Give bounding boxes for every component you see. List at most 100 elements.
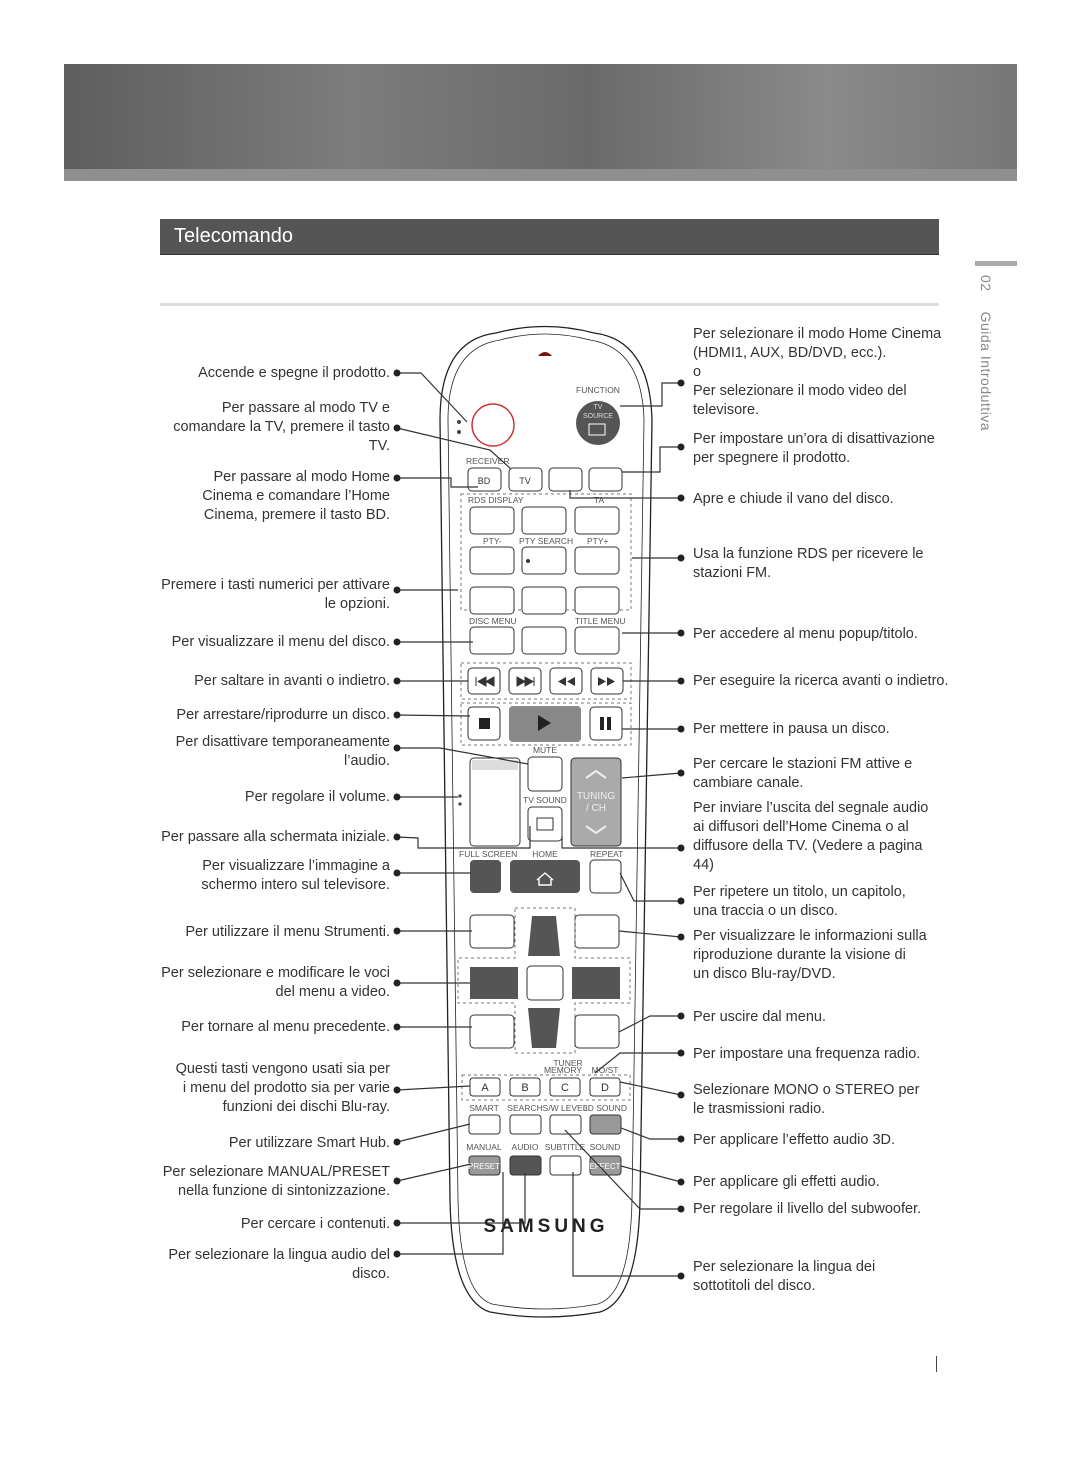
smart-button[interactable] [468, 1114, 501, 1135]
tools-button[interactable] [469, 914, 515, 949]
search-button[interactable] [509, 1114, 542, 1135]
color-key-d[interactable] [589, 1077, 621, 1097]
label-tools: Per utilizzare il menu Strumenti. [185, 924, 390, 940]
num-7-button[interactable] [469, 586, 515, 615]
power-button[interactable] [471, 403, 515, 447]
section-title-bar: Telecomando [160, 219, 939, 255]
color-key-a-label[interactable]: A [481, 1082, 489, 1094]
num-3-button[interactable] [574, 506, 620, 535]
title-rule [160, 303, 939, 306]
home-icon [536, 872, 554, 886]
nav-down-button[interactable] [528, 1008, 560, 1048]
tv-source-button[interactable] [576, 401, 620, 445]
pty-search-label: PTY SEARCH [519, 536, 573, 546]
label-sleep: Per impostare un’ora di disattivazione p… [693, 431, 935, 466]
num-5-button[interactable] [521, 546, 567, 575]
label-3d-sound: Per applicare l’effetto audio 3D. [693, 1132, 896, 1148]
smart-label: SMART [469, 1103, 499, 1113]
skip-forward-icon [516, 676, 535, 687]
label-manual-preset: Per selezionare MANUAL/PRESET nella funz… [162, 1164, 390, 1199]
title-menu-button[interactable] [574, 626, 620, 655]
3d-sound-button[interactable] [589, 1114, 622, 1135]
tv-label: TV [519, 476, 531, 486]
tv-sound-button[interactable] [527, 806, 563, 842]
label-navigation: Per selezionare e modificare le voci del… [161, 965, 390, 1000]
effect-label: EFFECT [589, 1162, 620, 1171]
exit-button[interactable] [574, 1014, 620, 1049]
nav-enter-button[interactable] [526, 965, 564, 1001]
tv-button[interactable] [508, 467, 543, 492]
3d-sound-label: 3D SOUND [583, 1103, 627, 1113]
section-title: Telecomando [174, 225, 293, 247]
ir-emitter [538, 352, 552, 356]
color-key-a[interactable] [469, 1077, 501, 1097]
bd-button[interactable] [467, 467, 502, 492]
label-search: Per cercare i contenuti. [240, 1216, 390, 1232]
label-eject: Apre e chiude il vano del disco. [693, 491, 894, 507]
label-function-source: Per selezionare il modo Home Cinema (HDM… [693, 326, 942, 418]
volume-rocker[interactable] [469, 757, 521, 847]
svg-text:TV: TV [594, 404, 603, 411]
label-tv-mode: Per passare al modo TV e comandare la TV… [173, 400, 390, 454]
return-button[interactable] [469, 1014, 515, 1049]
full-screen-button[interactable] [470, 860, 501, 893]
num-4-button[interactable] [469, 546, 515, 575]
mute-button[interactable] [527, 756, 563, 792]
play-icon [538, 715, 551, 731]
rewind-icon [558, 677, 575, 686]
full-screen-label: FULL SCREEN [459, 849, 517, 859]
header-banner [64, 64, 1017, 181]
label-tuning: Per cercare le stazioni FM attive e camb… [693, 756, 913, 791]
tv-sound-icon [536, 817, 554, 831]
label-volume: Per regolare il volume. [244, 789, 390, 805]
disc-menu-button[interactable] [469, 626, 515, 655]
remote-outline [439, 325, 653, 1318]
num-6-button[interactable] [574, 546, 620, 575]
preset-button[interactable] [468, 1155, 501, 1176]
label-info: Per visualizzare le informazioni sulla r… [693, 928, 927, 982]
mute-label: MUTE [533, 745, 557, 755]
svg-text:MEMORY: MEMORY [544, 1065, 582, 1075]
pause-button[interactable] [589, 706, 623, 741]
sleep-button[interactable] [548, 467, 583, 492]
num-1-button[interactable] [469, 506, 515, 535]
color-key-d-label[interactable]: D [601, 1082, 609, 1094]
nav-cluster-outline [457, 907, 631, 1054]
nav-up-button[interactable] [528, 916, 560, 956]
sw-level-button[interactable] [549, 1114, 582, 1135]
home-button[interactable] [510, 860, 580, 893]
color-key-c[interactable] [549, 1077, 581, 1097]
num-2-button[interactable] [521, 506, 567, 535]
home-label: HOME [532, 849, 558, 859]
color-key-c-label[interactable]: C [561, 1082, 569, 1094]
info-button[interactable] [574, 914, 620, 949]
pty-minus-label: PTY- [483, 536, 502, 546]
label-home: Per passare alla schermata iniziale. [161, 829, 390, 845]
title-menu-label: TITLE MENU [575, 616, 626, 626]
fast-forward-icon [598, 677, 615, 686]
skip-back-icon [475, 676, 495, 687]
label-subwoofer: Per regolare il livello del subwoofer. [693, 1201, 922, 1217]
label-search-fwd-back: Per eseguire la ricerca avanti o indietr… [693, 673, 949, 689]
subtitle-button[interactable] [549, 1155, 582, 1176]
nav-left-button[interactable] [470, 967, 518, 999]
label-exit: Per uscire dal menu. [693, 1009, 826, 1025]
label-mute: Per disattivare temporaneamente l’audio. [175, 734, 390, 769]
label-return: Per tornare al menu precedente. [181, 1019, 390, 1035]
repeat-button[interactable] [589, 859, 622, 894]
audio-button[interactable] [509, 1155, 542, 1176]
num-8-button[interactable] [521, 586, 567, 615]
num-0-button[interactable] [521, 626, 567, 655]
nav-right-button[interactable] [572, 967, 620, 999]
search-label: SEARCH [507, 1103, 542, 1113]
color-key-b[interactable] [509, 1077, 541, 1097]
function-label: FUNCTION [576, 385, 620, 395]
effect-button[interactable] [589, 1155, 622, 1176]
color-key-b-label[interactable]: B [521, 1082, 528, 1094]
eject-button[interactable] [588, 467, 623, 492]
tuning-channel-rocker[interactable] [570, 757, 622, 847]
num-9-button[interactable] [574, 586, 620, 615]
label-mono-stereo: Selezionare MONO o STEREO per le trasmis… [693, 1082, 920, 1117]
label-disc-menu: Per visualizzare il menu del disco. [171, 634, 390, 650]
chapter-tab [975, 261, 1017, 266]
